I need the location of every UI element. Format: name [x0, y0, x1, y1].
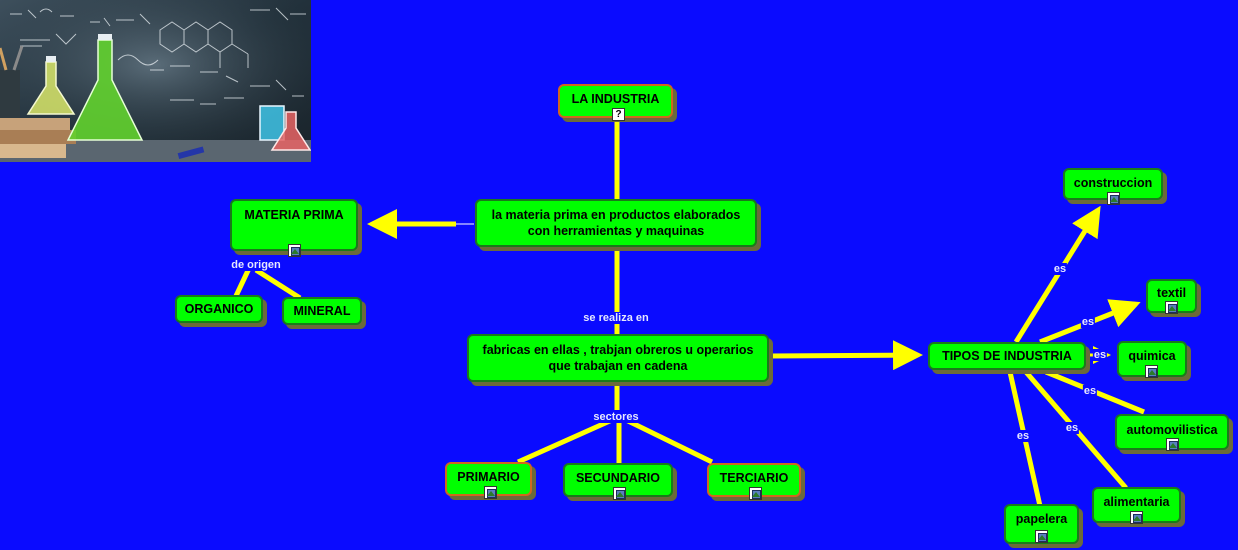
- link-label-de-origen: de origen: [230, 259, 282, 271]
- node-materia-elaborados[interactable]: la materia prima en productos elaborados…: [475, 199, 757, 247]
- node-label: quimica: [1128, 349, 1176, 363]
- node-automovilistica[interactable]: automovilistica: [1115, 414, 1229, 451]
- line-fabricas-primario: [516, 417, 614, 465]
- image-icon[interactable]: [1035, 530, 1048, 543]
- node-primario[interactable]: PRIMARIO: [445, 462, 532, 499]
- node-terciario[interactable]: TERCIARIO: [707, 463, 801, 500]
- node-label: SECUNDARIO: [575, 471, 661, 485]
- node-papelera[interactable]: papelera: [1004, 504, 1079, 544]
- node-label: la materia prima en productos elaborados…: [491, 208, 741, 238]
- laboratory-photo: [0, 0, 311, 162]
- link-label-es-textil: es: [1080, 316, 1096, 328]
- image-icon[interactable]: [288, 244, 301, 257]
- image-icon[interactable]: [1107, 192, 1120, 205]
- node-label: construccion: [1073, 176, 1153, 190]
- node-construccion[interactable]: construccion: [1063, 168, 1163, 205]
- line-fabricas-terciario: [624, 417, 714, 465]
- link-label-es-alimentaria: es: [1064, 422, 1080, 434]
- node-la-industria[interactable]: LA INDUSTRIA ?: [558, 84, 673, 121]
- node-label: papelera: [1015, 512, 1068, 526]
- node-secundario[interactable]: SECUNDARIO: [563, 463, 673, 500]
- image-icon[interactable]: [749, 487, 762, 500]
- line-tipos-construccion: [1013, 205, 1101, 344]
- node-label: MATERIA PRIMA: [244, 208, 344, 222]
- link-label-se-realiza-en: se realiza en: [582, 312, 650, 324]
- question-icon[interactable]: ?: [612, 108, 625, 121]
- node-label: PRIMARIO: [457, 470, 520, 484]
- image-icon[interactable]: [1165, 301, 1178, 314]
- image-icon[interactable]: [1130, 511, 1143, 524]
- image-icon[interactable]: [1166, 438, 1179, 451]
- node-fabricas[interactable]: fabricas en ellas , trabjan obreros u op…: [467, 334, 769, 382]
- node-mineral[interactable]: MINERAL: [282, 297, 362, 325]
- node-label: MINERAL: [293, 304, 351, 318]
- link-label-sectores: sectores: [592, 411, 640, 423]
- node-textil[interactable]: textil: [1146, 279, 1197, 314]
- node-label: alimentaria: [1103, 495, 1170, 509]
- node-label: ORGANICO: [184, 302, 254, 316]
- node-alimentaria[interactable]: alimentaria: [1092, 487, 1181, 524]
- node-tipos-industria[interactable]: TIPOS DE INDUSTRIA: [928, 342, 1086, 370]
- node-label: textil: [1156, 286, 1187, 300]
- node-label: automovilistica: [1126, 423, 1218, 437]
- image-icon[interactable]: [484, 486, 497, 499]
- link-label-es-papelera: es: [1015, 430, 1031, 442]
- image-icon[interactable]: [613, 487, 626, 500]
- node-label: fabricas en ellas , trabjan obreros u op…: [482, 343, 754, 373]
- link-label-es-automovilistica: es: [1082, 385, 1098, 397]
- node-label: LA INDUSTRIA: [571, 92, 660, 106]
- node-organico[interactable]: ORGANICO: [175, 295, 263, 323]
- node-quimica[interactable]: quimica: [1117, 341, 1187, 378]
- link-label-es-construccion: es: [1052, 263, 1068, 275]
- line-materia-mineral: [254, 267, 302, 301]
- link-label-es-quimica: es: [1092, 349, 1108, 361]
- node-label: TERCIARIO: [719, 471, 789, 485]
- image-icon[interactable]: [1145, 365, 1158, 378]
- line-fabricas-tipos: [769, 340, 923, 371]
- node-label: TIPOS DE INDUSTRIA: [942, 349, 1072, 363]
- node-materia-prima[interactable]: MATERIA PRIMA: [230, 199, 358, 257]
